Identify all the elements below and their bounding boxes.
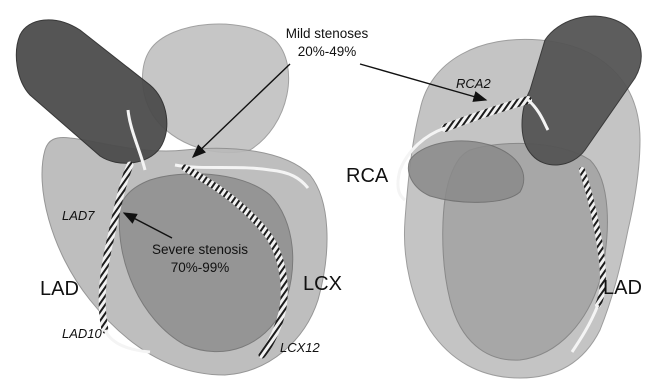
label-lad10: LAD10	[62, 326, 103, 341]
label-lcx12: LCX12	[280, 340, 321, 355]
label-rca2: RCA2	[456, 76, 491, 91]
right-heart-view: RCA RCA2 LAD	[346, 16, 642, 378]
severe-stenosis-line2: 70%-99%	[171, 260, 230, 275]
label-rca: RCA	[346, 165, 389, 187]
left-aorta-shape	[16, 20, 166, 163]
mild-stenoses-line2: 20%-49%	[298, 44, 357, 59]
label-lcx: LCX	[303, 273, 342, 295]
label-lad7: LAD7	[62, 208, 95, 223]
label-lad-left: LAD	[40, 278, 79, 300]
severe-stenosis-line1: Severe stenosis	[152, 242, 248, 257]
mild-stenoses-line1: Mild stenoses	[286, 26, 369, 41]
label-lad-right: LAD	[603, 277, 642, 299]
left-heart-view: LAD LCX LAD7 LAD10 LCX12 Severe stenosis…	[16, 20, 342, 375]
